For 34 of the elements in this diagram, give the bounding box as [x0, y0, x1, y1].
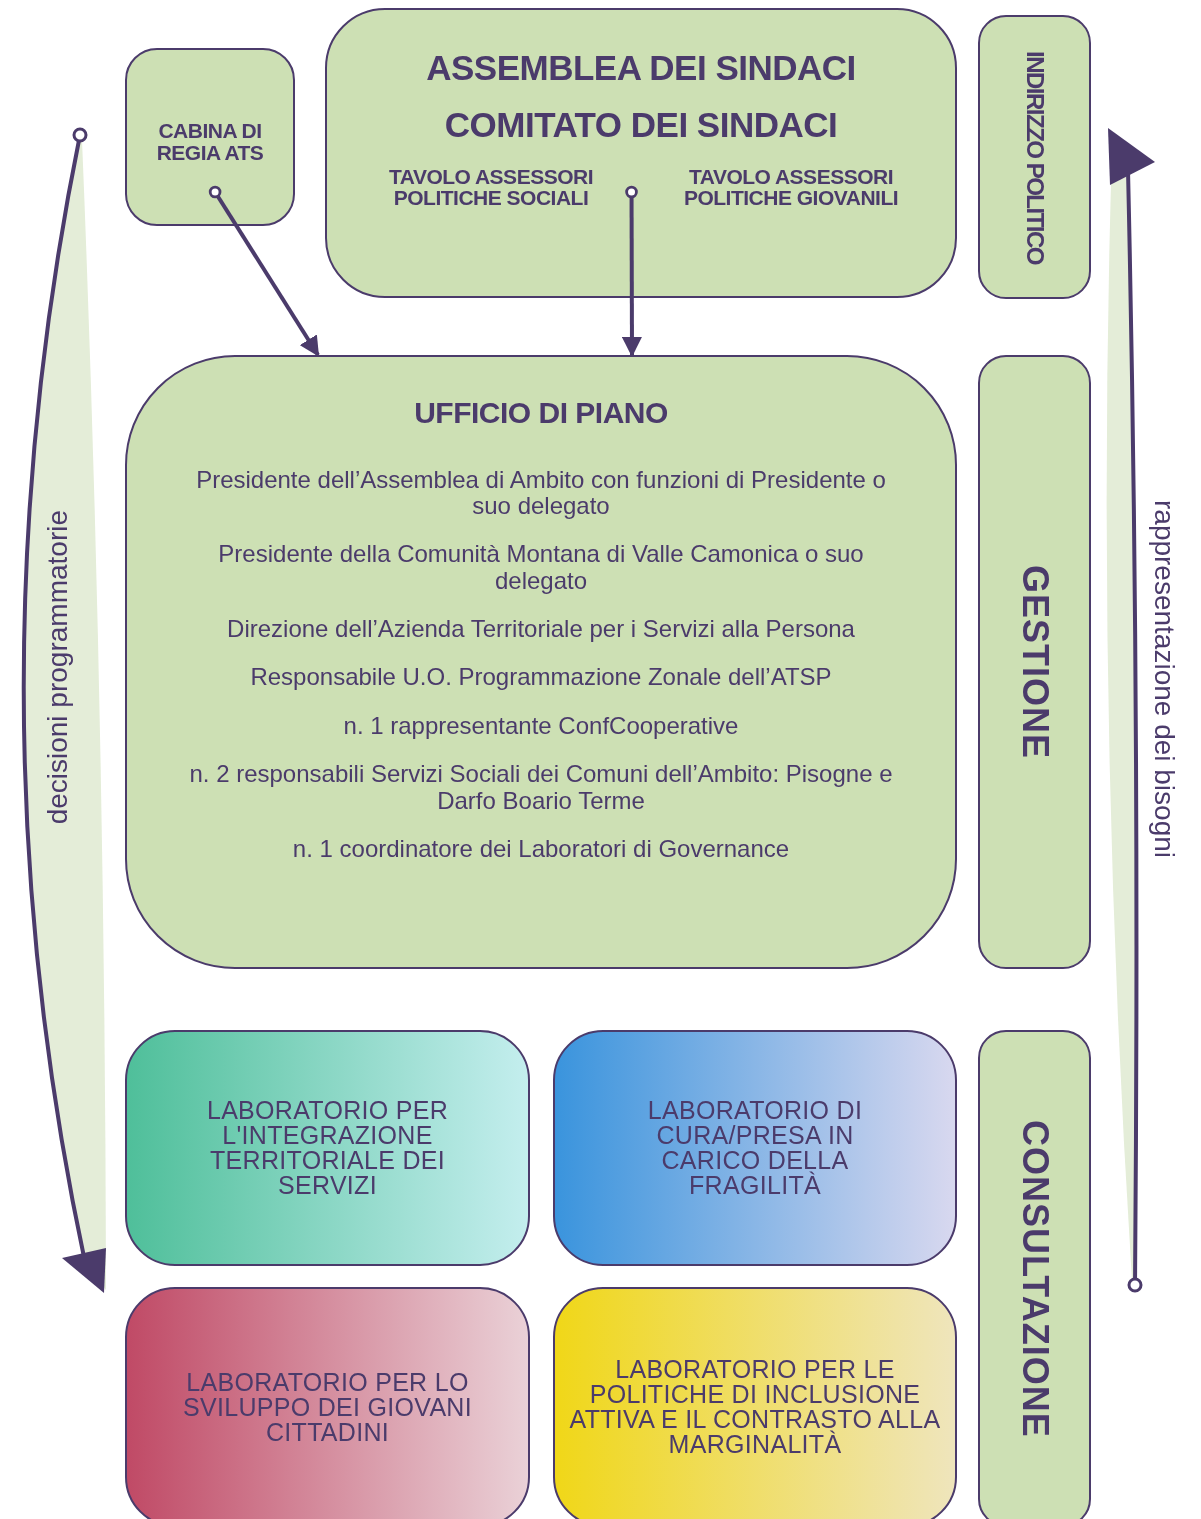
- flow-label: rappresentazione dei bisogni: [1150, 500, 1178, 859]
- member-text: Direzione dell’Azienda Territoriale per i Servizi alla Persona: [227, 616, 855, 643]
- box-title: UFFICIO DI PIANO: [414, 397, 668, 429]
- lab-label: LABORATORIO PER LO SVILUPPO DEI GIOVANI CITTADINI: [182, 1369, 473, 1445]
- band-label: CONSULTAZIONE: [1016, 1119, 1053, 1438]
- side-band: [978, 355, 1091, 969]
- member-text: n. 2 responsabili Servizi Sociali dei Comuni dell’Ambito: Pisogne e Darfo Boario Terme: [188, 761, 894, 814]
- lab-box: [553, 1287, 957, 1519]
- member-text: n. 1 coordinatore dei Laboratori di Governance: [292, 836, 790, 863]
- band-label: INDIRIZZO POLITICO: [1022, 50, 1047, 264]
- member-text: n. 1 rappresentante ConfCooperative: [343, 712, 739, 740]
- side-band: [978, 15, 1091, 299]
- box-title: ASSEMBLEA DEI SINDACI: [426, 50, 856, 87]
- office-box: [125, 355, 957, 969]
- band-label: GESTIONE: [1016, 565, 1053, 759]
- member-text: Presidente dell’Assemblea di Ambito con funzioni di Presidente o suo delegato: [195, 466, 887, 520]
- council-box: [325, 8, 957, 298]
- lab-label: LABORATORIO DI CURA/PRESA IN CARICO DELLA FRAGILITÀ: [646, 1098, 864, 1198]
- box-title: CABINA DI REGIA ATS: [155, 120, 265, 165]
- arrow: [208, 185, 320, 357]
- lab-box: [125, 1287, 530, 1519]
- lab-label: LABORATORIO PER L'INTEGRAZIONE TERRITORIALE DEI SERVIZI: [205, 1098, 450, 1198]
- cabin-box: [125, 48, 295, 226]
- box-title: COMITATO DEI SINDACI: [444, 106, 838, 144]
- table-label: TAVOLO ASSESSORI POLITICHE SOCIALI: [388, 165, 594, 208]
- side-band: [978, 1030, 1091, 1519]
- lab-box: [125, 1030, 530, 1266]
- flow-label: decisioni programmatorie: [44, 510, 72, 825]
- arrow: [621, 185, 642, 357]
- lab-label: LABORATORIO PER LE POLITICHE DI INCLUSIONE ATTIVA E IL CONTRASTO ALLA MARGINALITÀ: [568, 1357, 942, 1457]
- member-text: Presidente della Comunità Montana di Valle Camonica o suo delegato: [217, 541, 865, 595]
- lab-box: [553, 1030, 957, 1266]
- member-text: Responsabile U.O. Programmazione Zonale dell’ATSP: [250, 664, 832, 691]
- table-label: TAVOLO ASSESSORI POLITICHE GIOVANILI: [682, 165, 900, 208]
